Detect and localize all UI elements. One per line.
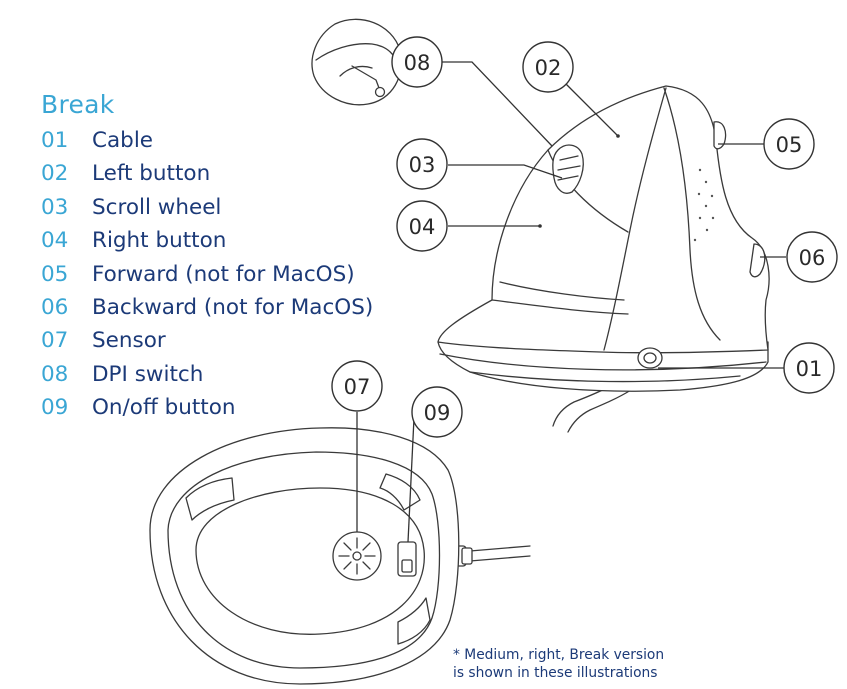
legend-item: 04 Right button <box>41 224 373 257</box>
callout-number: 02 <box>535 56 562 80</box>
callout-number: 07 <box>344 375 371 399</box>
legend-item: 01 Cable <box>41 124 373 157</box>
callout-05: 05 <box>763 118 815 170</box>
footnote-line-2: is shown in these illustrations <box>453 665 658 681</box>
legend-label: Sensor <box>92 328 166 354</box>
callout-number: 01 <box>796 357 823 381</box>
callout-02: 02 <box>522 41 574 93</box>
mouse-bottom-view <box>149 427 531 685</box>
callout-06: 06 <box>786 231 838 283</box>
legend-item: 02 Left button <box>41 157 373 190</box>
legend-number: 08 <box>41 361 69 387</box>
legend-number: 03 <box>41 194 69 220</box>
callout-number: 04 <box>409 215 436 239</box>
legend-label: Left button <box>92 161 211 187</box>
legend-number: 02 <box>41 161 69 187</box>
legend-item: 07 Sensor <box>41 324 373 357</box>
legend-label: Backward (not for MacOS) <box>92 294 374 320</box>
legend-number: 01 <box>41 128 69 153</box>
callout-number: 05 <box>776 133 803 157</box>
callout-09: 09 <box>411 386 463 438</box>
callout-08: 08 <box>391 36 443 88</box>
legend-label: Forward (not for MacOS) <box>92 261 355 287</box>
legend-item: 06 Backward (not for MacOS) <box>41 291 373 324</box>
legend-number: 07 <box>41 328 69 354</box>
legend-item: 03 Scroll wheel <box>41 191 373 224</box>
sensor-spokes <box>338 537 376 575</box>
legend-label: On/off button <box>92 395 236 421</box>
callout-number: 09 <box>424 401 451 425</box>
legend-label: Right button <box>92 228 227 254</box>
legend-label: Cable <box>92 128 154 153</box>
callout-number: 06 <box>799 246 826 270</box>
mouse-side-view <box>437 85 770 433</box>
legend-label: DPI switch <box>92 361 204 387</box>
legend-label: Scroll wheel <box>92 194 222 220</box>
legend-number: 06 <box>41 294 69 320</box>
illustration-footnote: * Medium, right, Break version is shown … <box>453 646 664 682</box>
legend-number: 09 <box>41 395 69 421</box>
legend-title: Break <box>41 90 115 119</box>
callout-number: 03 <box>409 153 436 177</box>
callout-04: 04 <box>396 200 448 252</box>
dpi-switch-detail <box>311 18 402 106</box>
legend-item: 08 DPI switch <box>41 358 373 391</box>
footnote-line-1: * Medium, right, Break version <box>453 647 665 663</box>
legend-item: 05 Forward (not for MacOS) <box>41 258 373 291</box>
callout-01: 01 <box>783 342 835 394</box>
legend-number: 04 <box>41 228 69 254</box>
callout-number: 08 <box>404 51 431 75</box>
parts-legend: 01 Cable 02 Left button 03 Scroll wheel 04 R… <box>41 124 373 425</box>
grip-texture <box>693 168 715 242</box>
legend-item: 09 On/off button <box>41 391 373 424</box>
leader-lines <box>356 61 786 543</box>
callout-03: 03 <box>396 138 448 190</box>
legend-number: 05 <box>41 261 69 287</box>
callout-07: 07 <box>331 360 383 412</box>
